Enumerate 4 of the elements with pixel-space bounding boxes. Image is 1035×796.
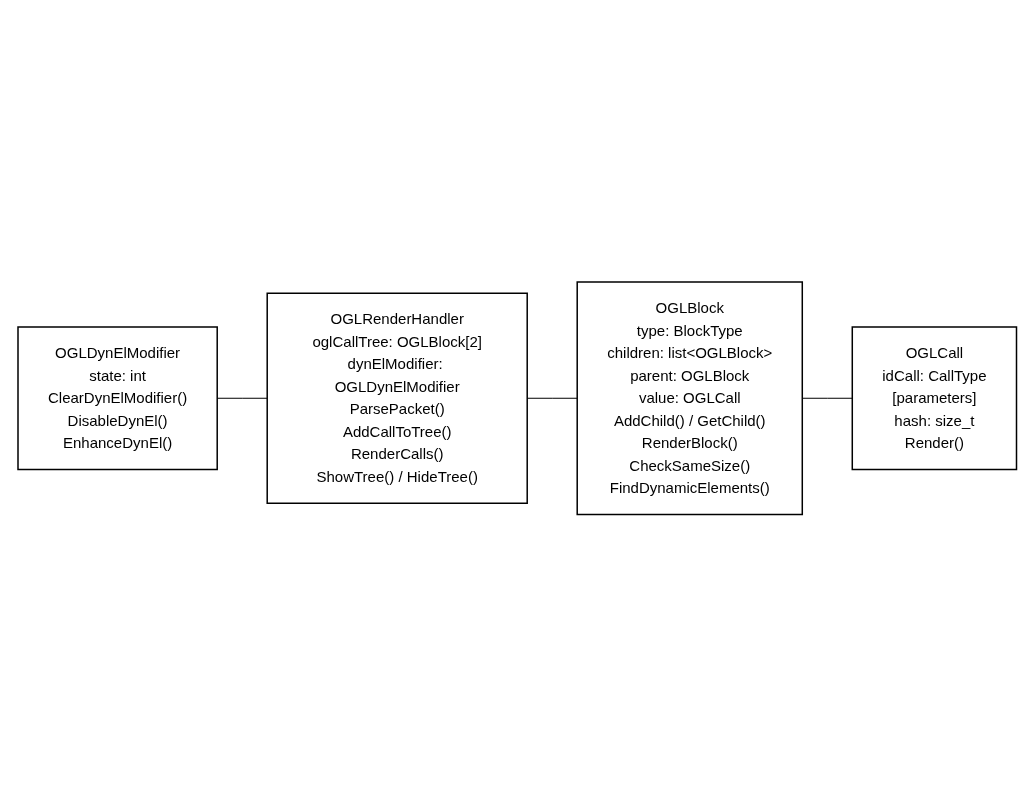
node-box: OGLDynElModifier state: int ClearDynElModifier() DisableDynEl() EnhanceDynEl(): [17, 326, 219, 470]
node-box: OGLCall idCall: CallType [parameters] hash: size_t Render(): [851, 326, 1018, 470]
node-box: OGLBlock type: BlockType children: list<OGLBlock> parent: OGLBlock value: OGLCall AddChild() / GetChild() RenderBlock() CheckSameSize() FindDynamicElements(): [576, 281, 804, 515]
node-box: OGLRenderHandler oglCallTree: OGLBlock[2] dynElModifier: OGLDynElModifier ParsePacket() AddCallToTree() RenderCalls() ShowTree() / HideTree(): [266, 292, 529, 504]
